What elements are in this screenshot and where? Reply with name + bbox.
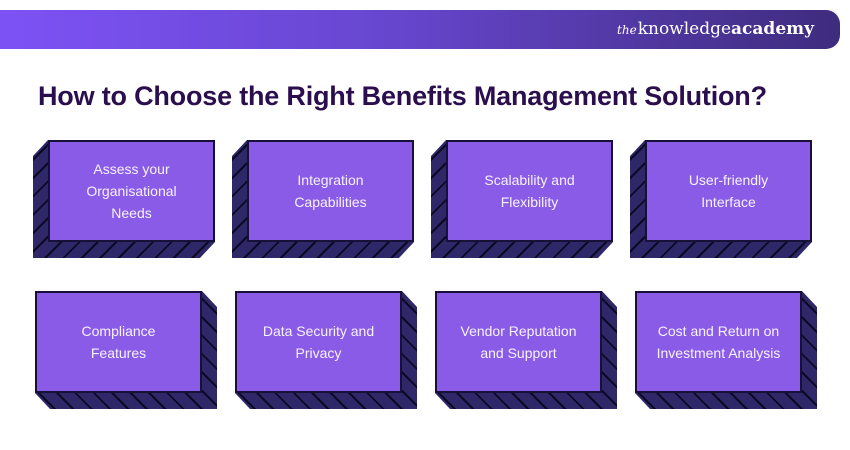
logo-academy: academy	[731, 19, 814, 39]
benefit-box-vendor-reputation: Vendor Reputation and Support	[435, 291, 617, 409]
page-title: How to Choose the Right Benefits Managem…	[38, 81, 767, 111]
box-label: Vendor Reputation and Support	[460, 323, 577, 361]
benefit-box-data-security: Data Security and Privacy	[235, 291, 417, 409]
logo-the: the	[617, 23, 637, 37]
knowledge-academy-logo: theknowledgeacademy	[617, 21, 814, 38]
box-label: Compliance Features	[81, 323, 156, 361]
box-face: Assess your Organisational Needs	[48, 140, 215, 242]
benefit-box-scalability: Scalability and Flexibility	[431, 140, 613, 258]
box-label: Cost and Return on Investment Analysis	[656, 323, 781, 361]
benefit-box-user-friendly: User-friendly Interface	[630, 140, 812, 258]
box-face: Integration Capabilities	[247, 140, 414, 242]
benefit-box-integration: Integration Capabilities	[232, 140, 414, 258]
box-face: User-friendly Interface	[645, 140, 812, 242]
box-face: Scalability and Flexibility	[446, 140, 613, 242]
box-label: Data Security and Privacy	[262, 323, 375, 361]
header-banner: theknowledgeacademy	[0, 10, 840, 49]
benefit-box-cost-roi: Cost and Return on Investment Analysis	[635, 291, 817, 409]
benefit-box-compliance: Compliance Features	[35, 291, 217, 409]
box-label: Scalability and Flexibility	[484, 172, 575, 210]
box-label: Assess your Organisational Needs	[86, 161, 177, 221]
box-face: Vendor Reputation and Support	[435, 291, 602, 393]
box-face: Compliance Features	[35, 291, 202, 393]
logo-knowledge: knowledge	[637, 19, 732, 39]
box-label: User-friendly Interface	[688, 172, 769, 210]
box-label: Integration Capabilities	[294, 172, 367, 210]
box-face: Data Security and Privacy	[235, 291, 402, 393]
box-face: Cost and Return on Investment Analysis	[635, 291, 802, 393]
benefit-box-assess-needs: Assess your Organisational Needs	[33, 140, 215, 258]
